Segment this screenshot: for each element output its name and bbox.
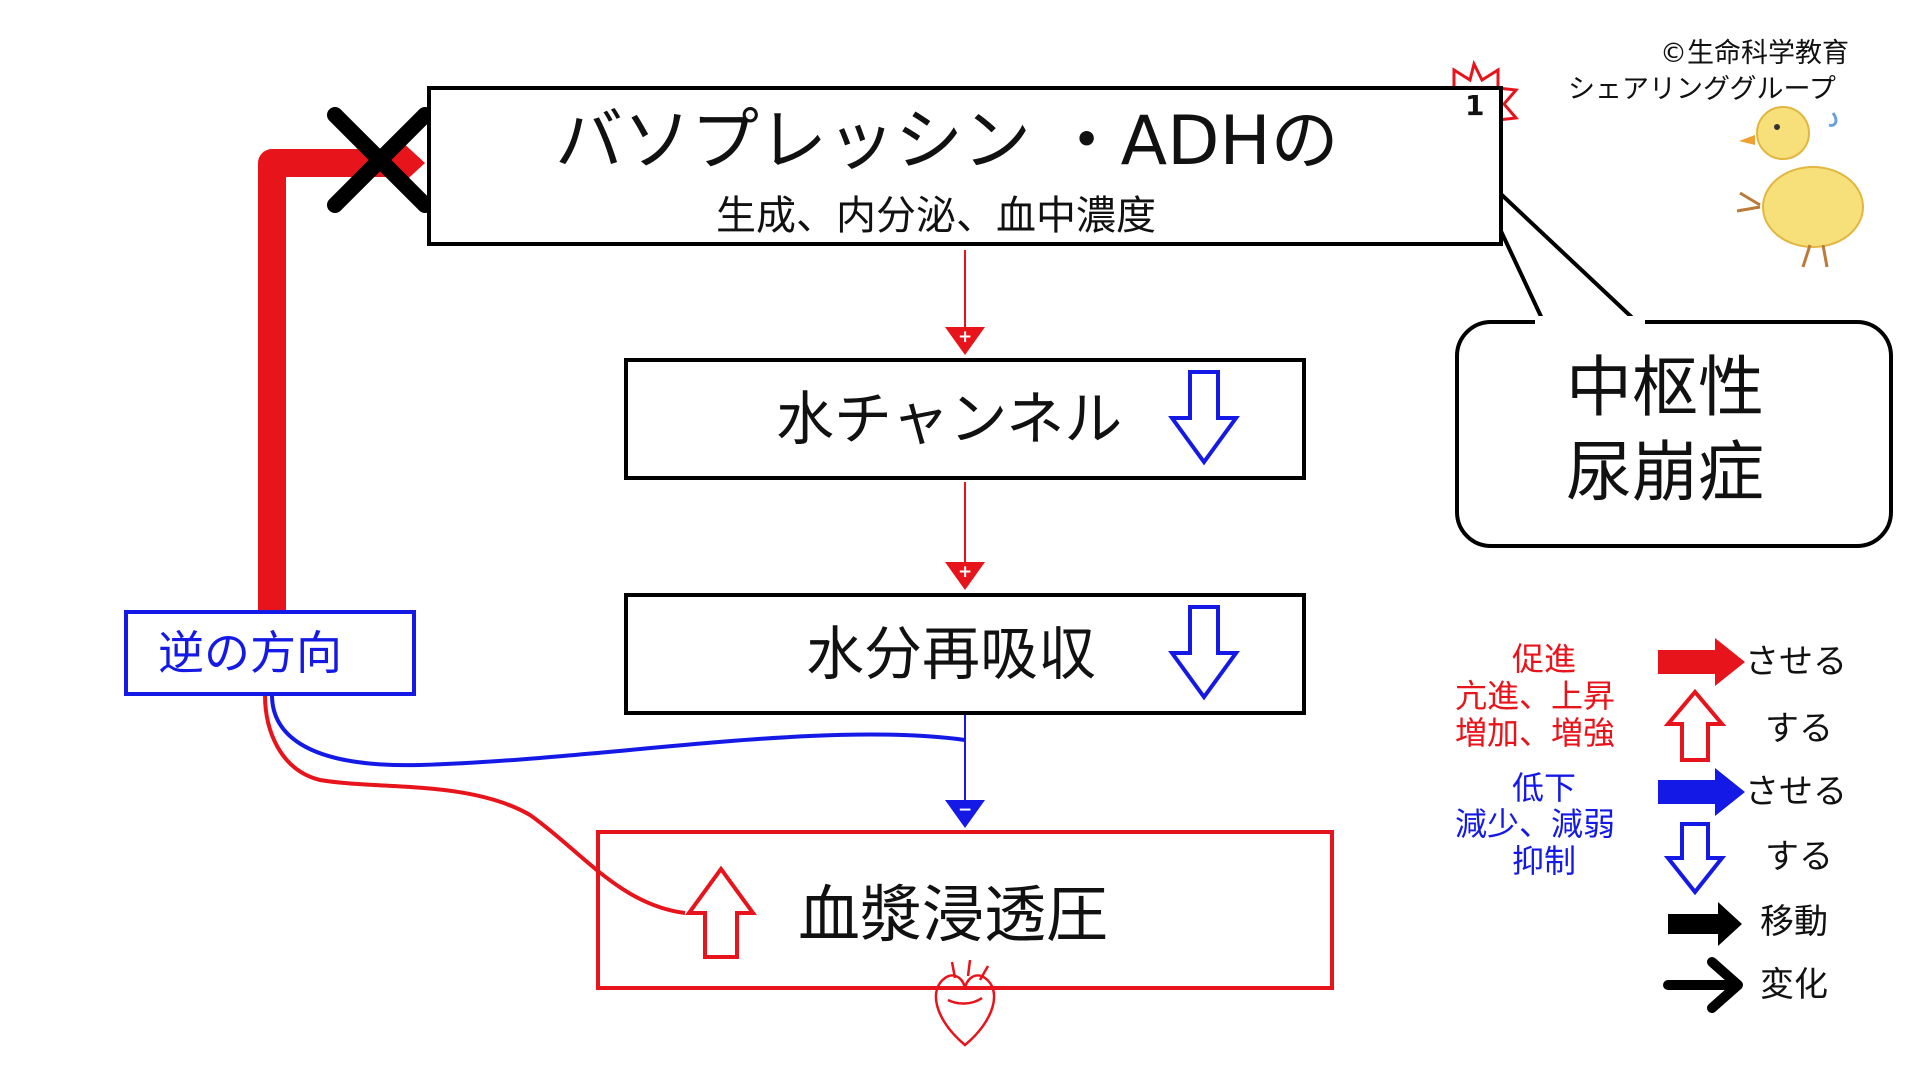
feedback-red-arrowhead xyxy=(400,140,425,186)
legend-promote-word-1: 促進 xyxy=(1512,640,1577,678)
legend-reduce-word-2: 減少、減弱 xyxy=(1455,805,1616,843)
plus-sign-1: + xyxy=(958,327,973,347)
reverse-blue-curve xyxy=(270,694,966,768)
plus-sign-2: + xyxy=(958,562,973,582)
plasma-osmolality-box xyxy=(596,830,1334,990)
copyright-line-1: ©生命科学教育 xyxy=(1660,38,1849,69)
legend-reduce-word-1: 低下 xyxy=(1512,769,1577,807)
reverse-red-curve xyxy=(263,694,686,915)
vasopressin-title: バソプレッシン ・ADHの xyxy=(555,102,1339,181)
copyright-line-2: シェアリンググループ xyxy=(1568,74,1836,105)
vasopressin-box xyxy=(427,86,1503,246)
reabsorption-label: 水分再吸収 xyxy=(806,620,1097,688)
legend-promote-cause-arrow xyxy=(1658,638,1745,686)
legend-promote-do-arrow xyxy=(1663,688,1727,762)
legend-change-arrow xyxy=(1663,957,1743,1013)
minus-sign: − xyxy=(958,800,973,820)
legend-move-label: 移動 xyxy=(1760,902,1828,942)
legend-reduce-cause-label: させる xyxy=(1745,772,1847,812)
legend-promote-word-2: 亢進、上昇 xyxy=(1455,677,1616,715)
heart-icon xyxy=(934,959,996,1047)
plasma-osmolality-label: 血漿浸透圧 xyxy=(798,878,1109,951)
plus-arrowhead-2 xyxy=(945,562,985,590)
legend-promote-do-label: する xyxy=(1765,709,1833,749)
reverse-direction-label: 逆の方向 xyxy=(158,626,342,680)
reverse-direction-box xyxy=(124,610,416,696)
chick-mascot-image xyxy=(1736,106,1864,268)
legend-promote-word-3: 増加、増強 xyxy=(1455,714,1616,752)
water-channel-box xyxy=(624,358,1306,480)
callout-line-1: 中枢性 xyxy=(1566,349,1764,426)
callout-box xyxy=(1455,320,1893,548)
reabsorption-down-arrow-icon xyxy=(1168,605,1240,701)
legend-move-arrow xyxy=(1668,902,1742,946)
burst-badge-number: 1 xyxy=(1465,89,1485,122)
plasma-up-arrow-icon xyxy=(685,865,757,959)
water-channel-label: 水チャンネル xyxy=(776,385,1123,453)
legend-change-label: 変化 xyxy=(1760,965,1828,1005)
blocked-x-icon xyxy=(327,107,433,213)
reabsorption-box xyxy=(624,593,1306,715)
channel-down-arrow-icon xyxy=(1168,370,1240,466)
callout-pointer-mask xyxy=(1535,316,1645,328)
legend-reduce-word-3: 抑制 xyxy=(1512,842,1577,880)
callout-line-2: 尿崩症 xyxy=(1566,434,1764,511)
feedback-red-thick-arrow xyxy=(258,149,400,612)
minus-arrowhead xyxy=(945,800,985,828)
legend-promote-cause-label: させる xyxy=(1745,642,1847,682)
vasopressin-subtitle: 生成、内分泌、血中濃度 xyxy=(716,193,1156,239)
legend-reduce-cause-arrow xyxy=(1658,768,1745,816)
plus-arrowhead-1 xyxy=(945,327,985,355)
legend-reduce-do-arrow xyxy=(1663,822,1727,896)
legend-reduce-do-label: する xyxy=(1765,837,1833,877)
